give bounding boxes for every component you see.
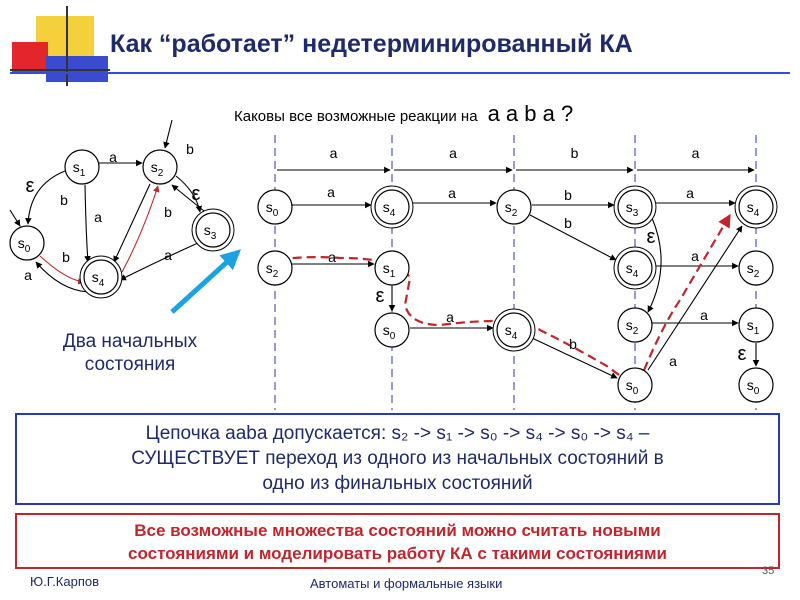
trace-state-n14: s0: [738, 367, 774, 403]
trace-state-n2: s4: [370, 185, 414, 229]
nfa-transition-label-4: b: [164, 204, 172, 220]
trace-edge-label-n13-n14: ε: [738, 343, 747, 365]
initial-states-caption: Два начальных состояния: [62, 331, 198, 375]
acceptance-line-3: одно из финальных состояний: [262, 473, 533, 494]
nfa-initial-arrow-s0: [9, 209, 21, 227]
trace-edge-label-n4-n6: a: [446, 309, 454, 325]
nfa-state-s0: s0: [9, 225, 45, 261]
trace-edge-n10-n11: [647, 225, 743, 371]
trace-edge-label-n3-n4: ε: [376, 285, 385, 307]
trace-edge-label-n5-n7: b: [564, 187, 572, 203]
nfa-diagram: s1 s2 s0 s4 s3 s0 s2 s4 s1 s0 s2 s4 s3 s4 s2 s0 s4 s2 s1 s0…: [9, 119, 778, 410]
nfa-transition-label-0: a: [109, 149, 117, 165]
nfa-transition-s4-s0: [35, 261, 89, 293]
input-symbol-0: a: [330, 145, 338, 161]
nfa-state-s3: s3: [191, 208, 235, 252]
trace-edge-label-n6-n10: b: [569, 336, 577, 352]
nfa-transition-label-3: a: [94, 209, 102, 225]
nfa-transition-label-2: b: [60, 192, 68, 208]
nodes: s1 s2 s0 s4 s3 s0 s2 s4 s1 s0 s2 s4 s3 s4 s2 s0 s4 s2 s1 s0: [9, 149, 778, 403]
decor-horizontal-line: [10, 69, 110, 71]
conclusion-line-1: Все возможные множества состояний можно …: [134, 521, 661, 540]
input-symbol-2: b: [571, 145, 579, 161]
nfa-transition-s1-s4: [84, 184, 91, 263]
trace-state-n7: s3: [613, 185, 657, 229]
nfa-transition-s3-s2: [171, 184, 205, 212]
trace-state-n11: s4: [734, 185, 778, 229]
conclusion-box: Все возможные множества состояний можно …: [15, 513, 780, 569]
question-text: Каковы все возможные реакции на: [234, 108, 478, 125]
nfa-state-s2: s2: [142, 149, 178, 185]
input-sequence: a a b a ?: [487, 101, 574, 126]
nfa-transition-label-8: ε: [26, 175, 35, 197]
nfa-transition-s2-s4: [113, 183, 151, 263]
nfa-transition-s1-s0: [25, 170, 66, 225]
acceptance-line-1: Цепочка aaba допускается: s₂ -> s₁ -> s₀…: [145, 423, 650, 444]
trace-edge-label-n8-n12: a: [691, 248, 699, 264]
nfa-transition-s3-s4: [119, 242, 199, 281]
nfa-initial-arrow-s2: [163, 119, 173, 149]
trace-state-n0: s0: [257, 189, 293, 225]
title-underline: [10, 72, 790, 74]
trace-edge-label-n0-n2: a: [327, 184, 335, 200]
acceptance-box: Цепочка aaba допускается: s₂ -> s₁ -> s₀…: [15, 413, 780, 505]
trace-state-n1: s2: [257, 250, 293, 286]
trace-edge-label-n10-n11: a: [669, 353, 677, 369]
conclusion-line-2: состояниями и моделировать работу КА с т…: [128, 544, 667, 563]
pointer-arrow: [170, 249, 241, 314]
nfa-transition-label-5: a: [164, 247, 172, 263]
decor-vertical-line: [66, 6, 68, 86]
nfa-transition-s2-s3: [175, 175, 203, 213]
accepting-path-line: [264, 213, 731, 383]
nfa-state-s1: s1: [64, 149, 100, 185]
nfa-transition-label-6: a: [24, 267, 32, 283]
trace-state-n13: s1: [738, 307, 774, 343]
trace-state-n6: s4: [492, 308, 536, 352]
trace-state-n4: s0: [374, 312, 410, 348]
trace-edge-n6-n10: [531, 337, 618, 379]
step-dividers: [274, 135, 757, 410]
trace-state-n12: s2: [738, 250, 774, 286]
nfa-state-s4: s4: [79, 255, 123, 299]
trace-edge-label-n7-n11: a: [686, 185, 694, 201]
question: Каковы все возможные реакции на a a b a ?: [234, 101, 573, 127]
nfa-transition-label-9: ε: [192, 183, 201, 205]
trace-edge-label-n7-n9: ε: [647, 226, 656, 248]
slide-title: Как “работает” недетерминированный КА: [110, 30, 633, 58]
trace-state-n8: s4: [613, 246, 657, 290]
trace-edge-label-n2-n5: a: [448, 185, 456, 201]
trace-edge-label-n5-n8: b: [564, 215, 572, 231]
acceptance-line-2: СУЩЕСТВУЕТ переход из одного из начальны…: [131, 448, 664, 469]
nfa-transition-label-1: b: [186, 141, 194, 157]
decor-red-block: [12, 42, 48, 74]
nfa-transition-label-7: b: [62, 249, 70, 265]
trace-state-n10: s0: [617, 367, 653, 403]
input-symbol-1: a: [449, 145, 457, 161]
trace-edge-label-n1-n3: a: [328, 249, 336, 265]
trace-edge-n5-n8: [529, 214, 617, 261]
page-number: 35: [762, 565, 775, 577]
footer-course: Автоматы и формальные языки: [310, 576, 503, 591]
trace-state-n9: s2: [617, 307, 653, 343]
edges: [9, 119, 760, 379]
footer-author: Ю.Г.Карпов: [30, 574, 100, 589]
trace-edge-n7-n9: [647, 217, 662, 313]
input-symbol-3: a: [692, 145, 700, 161]
trace-state-n3: s1: [374, 250, 410, 286]
nfa-transition-s4-s2: [121, 185, 160, 273]
accepting-path: [264, 213, 731, 383]
trace-state-n5: s2: [496, 189, 532, 225]
trace-edge-label-n9-n13: a: [700, 307, 708, 323]
